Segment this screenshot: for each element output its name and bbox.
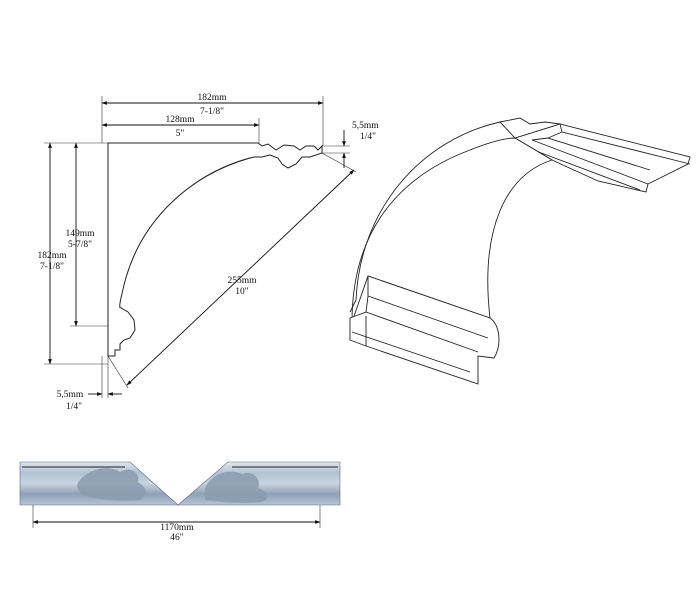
dim-left-partial-mm: 149mm (65, 229, 95, 239)
dim-top-total-in: 7-1/8" (200, 107, 224, 117)
dim-top-partial-in: 5" (176, 129, 185, 139)
iso-top-strip-lines (519, 123, 691, 191)
ornament-left (77, 468, 146, 501)
dim-bottom-step-in: 1/4" (66, 402, 82, 412)
profile-view: 182mm 7-1/8" 128mm 5" 5,5mm 1/4" 182mm 7… (37, 93, 379, 412)
ext-line-diag-a (321, 152, 357, 173)
iso-top-cap (499, 117, 561, 139)
dim-left-total-in: 7-1/8" (40, 262, 64, 272)
dim-top-total-mm: 182mm (197, 93, 227, 103)
iso-curve-outer (349, 121, 501, 313)
ornament-right (205, 471, 268, 503)
dim-line-diagonal (126, 169, 355, 386)
dim-left-total-mm: 182mm (37, 251, 67, 261)
iso-bottom-flange-lines (351, 295, 489, 373)
dim-right-step-in: 1/4" (360, 132, 376, 142)
dim-diagonal-mm: 255mm (227, 276, 257, 286)
dim-length-in: 46" (170, 533, 184, 543)
dim-top-partial-mm: 128mm (165, 115, 195, 125)
rendered-molding-view: 1170mm 46" (19, 461, 341, 543)
isometric-view (349, 117, 691, 385)
ext-line-diag-b (107, 355, 129, 389)
dim-left-partial-in: 5-7/8" (68, 240, 92, 250)
dim-right-step-mm: 5,5mm (352, 121, 379, 131)
dim-bottom-step-mm: 5,5mm (57, 390, 84, 400)
dim-diagonal-in: 10" (235, 287, 249, 297)
dim-length-mm: 1170mm (160, 523, 194, 533)
iso-curve-face (351, 137, 554, 323)
